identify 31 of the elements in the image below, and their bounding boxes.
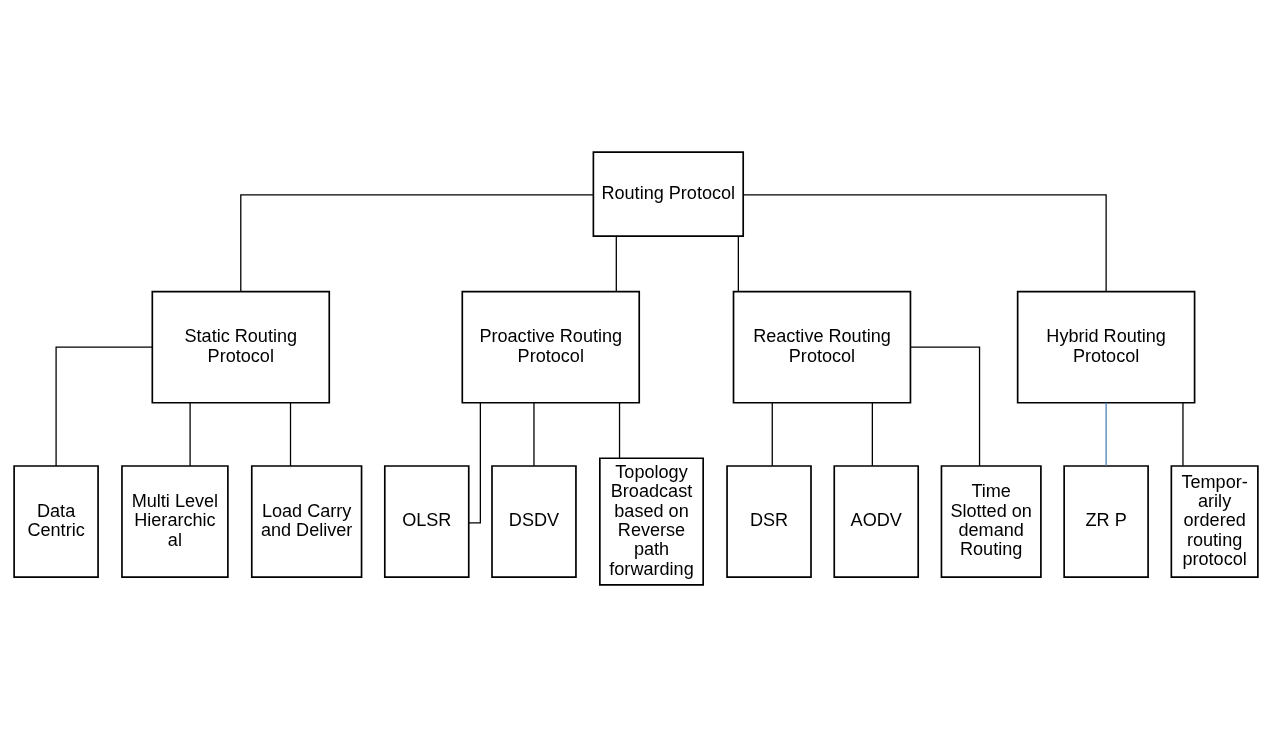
connector xyxy=(189,402,191,467)
connector xyxy=(737,235,739,292)
node-box: Topology Broadcast based on Reverse path forwarding xyxy=(599,457,704,586)
node-box: AODV xyxy=(833,465,920,578)
node-box: DSR xyxy=(726,465,812,578)
node-box: Routing Protocol xyxy=(592,151,745,237)
node-box: Time Slotted on demand Routing xyxy=(940,465,1042,578)
node-box: OLSR xyxy=(383,465,470,578)
node-box: ZR P xyxy=(1063,465,1149,578)
connector xyxy=(742,194,1107,292)
node-box: Tempor- arily ordered routing protocol xyxy=(1170,465,1259,578)
node-box: Load Carry and Deliver xyxy=(250,465,363,578)
connector xyxy=(615,235,617,292)
connector xyxy=(618,402,621,459)
connector xyxy=(910,346,981,467)
connector xyxy=(289,402,292,467)
connector xyxy=(871,402,873,467)
node-box: Static Routing Protocol xyxy=(151,290,331,404)
connector xyxy=(468,402,481,524)
connector xyxy=(533,402,535,467)
node-box: DSDV xyxy=(491,465,577,578)
node-box: Hybrid Routing Protocol xyxy=(1016,290,1196,404)
connector xyxy=(771,402,773,467)
node-box: Reactive Routing Protocol xyxy=(732,290,912,404)
node-box: Multi Level Hierarchic al xyxy=(121,465,229,578)
connector xyxy=(240,194,594,292)
connector xyxy=(1105,402,1107,467)
connector xyxy=(1182,402,1184,467)
connector xyxy=(55,346,153,467)
node-box: Data Centric xyxy=(13,465,99,578)
node-box: Proactive Routing Protocol xyxy=(461,290,641,404)
